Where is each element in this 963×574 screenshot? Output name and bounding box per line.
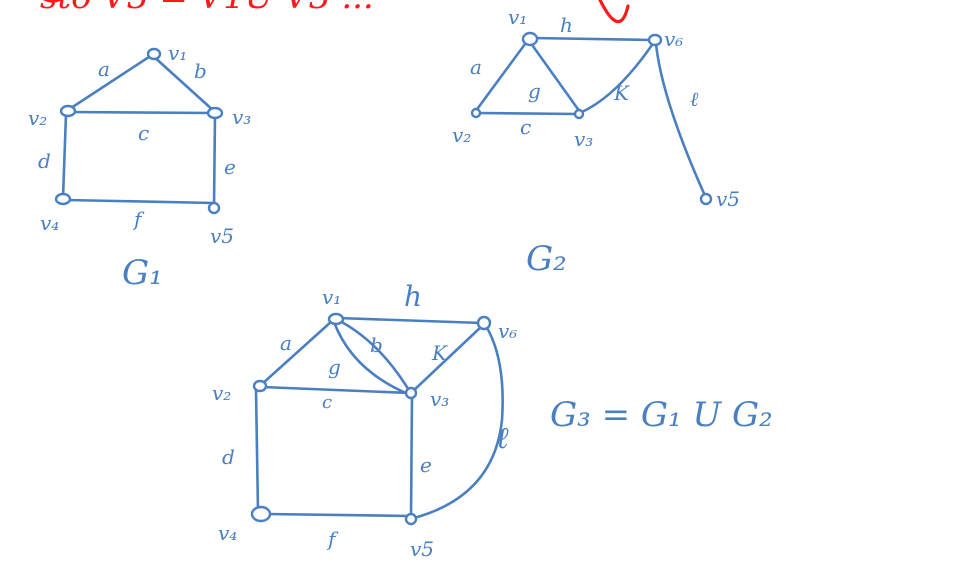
vertex-v5 — [404, 512, 418, 526]
edge-d — [254, 388, 260, 514]
label-v3: v₃ — [232, 105, 251, 129]
edge-c — [476, 111, 580, 116]
label-edge-h: h — [404, 280, 422, 313]
label-edge-a: a — [98, 57, 110, 81]
edge-g — [332, 320, 410, 396]
label-v3: v₃ — [574, 127, 593, 151]
edge-b — [150, 53, 217, 114]
graph-g2: v₁ v₂ v₃ v₆ v5 a h c g K ℓ G₂ — [452, 5, 740, 279]
label-v6: v₆ — [498, 319, 517, 343]
edge-e — [212, 113, 217, 209]
vertex-v3 — [404, 386, 418, 400]
label-edge-k: K — [613, 81, 630, 105]
edge-a — [473, 38, 530, 114]
edge-l — [412, 324, 504, 520]
edge-f — [264, 512, 412, 518]
label-edge-d: d — [38, 149, 51, 173]
label-v4: v₄ — [40, 211, 59, 235]
vertex-v5 — [207, 201, 221, 215]
label-edge-l: ℓ — [496, 421, 509, 456]
label-edge-c: c — [138, 121, 149, 145]
label-edge-k: K — [431, 341, 448, 365]
label-v6: v₆ — [664, 27, 683, 51]
edge-b — [336, 318, 412, 394]
label-edge-b: b — [370, 333, 383, 357]
label-edge-b: b — [194, 59, 207, 83]
label-v1: v₁ — [508, 5, 527, 29]
vertex-v6 — [476, 315, 492, 331]
label-v2: v₂ — [452, 123, 471, 147]
label-v1: v₁ — [322, 285, 341, 309]
label-edge-f: f — [132, 207, 145, 231]
label-edge-a: a — [470, 55, 482, 79]
label-edge-f: f — [326, 527, 339, 551]
edge-c — [66, 110, 217, 115]
graph-g3-equation: G₃ = G₁ U G₂ — [550, 395, 773, 435]
graph-g2-title: G₂ — [526, 239, 567, 279]
label-edge-l: ℓ — [690, 87, 699, 111]
label-v3: v₃ — [430, 387, 449, 411]
vertex-v4 — [54, 192, 72, 206]
label-edge-c: c — [322, 392, 332, 413]
label-edge-g: g — [528, 79, 541, 103]
label-v5: v5 — [210, 224, 234, 248]
label-v1: v₁ — [168, 41, 187, 65]
vertex-v4 — [250, 505, 272, 523]
label-v2: v₂ — [212, 381, 231, 405]
vertex-v2 — [59, 104, 77, 118]
vertex-v6 — [647, 33, 663, 47]
label-edge-c: c — [520, 115, 531, 139]
label-v4: v₄ — [218, 521, 237, 545]
graph-g1: v₁ v₂ v₃ v₄ v5 a b c d e f G₁ — [28, 41, 251, 293]
vertex-v1 — [146, 47, 162, 61]
label-v5: v5 — [716, 187, 740, 211]
label-edge-e: e — [420, 453, 432, 477]
vertex-v3 — [573, 108, 585, 120]
label-v2: v₂ — [28, 106, 47, 130]
label-edge-e: e — [224, 155, 236, 179]
vertex-v1 — [521, 31, 539, 47]
header-text: sto V3 = V1U V3 ... — [40, 0, 374, 17]
header-fragment: sto V3 = V1U V3 ... — [40, 0, 630, 24]
edge-e — [409, 394, 414, 520]
vertex-v2 — [470, 107, 482, 119]
label-edge-g: g — [328, 355, 341, 379]
vertex-v1 — [327, 312, 345, 326]
edge-b — [530, 36, 654, 42]
vertex-v3 — [206, 106, 224, 120]
edge-k — [580, 40, 656, 114]
vertex-v2 — [252, 379, 268, 393]
vertex-v5 — [699, 192, 713, 206]
edge-a — [66, 53, 154, 112]
edge-f — [64, 198, 216, 205]
label-edge-a: a — [280, 331, 292, 355]
label-edge-d: d — [222, 445, 235, 469]
label-edge-h: h — [560, 13, 573, 37]
edge-a — [260, 319, 334, 386]
edge-k — [410, 324, 484, 394]
graph-g1-title: G₁ — [122, 253, 163, 293]
red-stroke — [598, 0, 630, 24]
edge-d — [61, 112, 68, 200]
red-stroke — [43, 0, 63, 3]
label-v5: v5 — [410, 537, 434, 561]
edge-l — [654, 42, 708, 200]
edge-g — [528, 40, 582, 114]
edge-h — [336, 316, 484, 325]
edge-c — [260, 385, 412, 395]
graph-g3: v₁ v₂ v₃ v₄ v5 v₆ a h b g K c d e f ℓ G₃… — [212, 280, 773, 561]
